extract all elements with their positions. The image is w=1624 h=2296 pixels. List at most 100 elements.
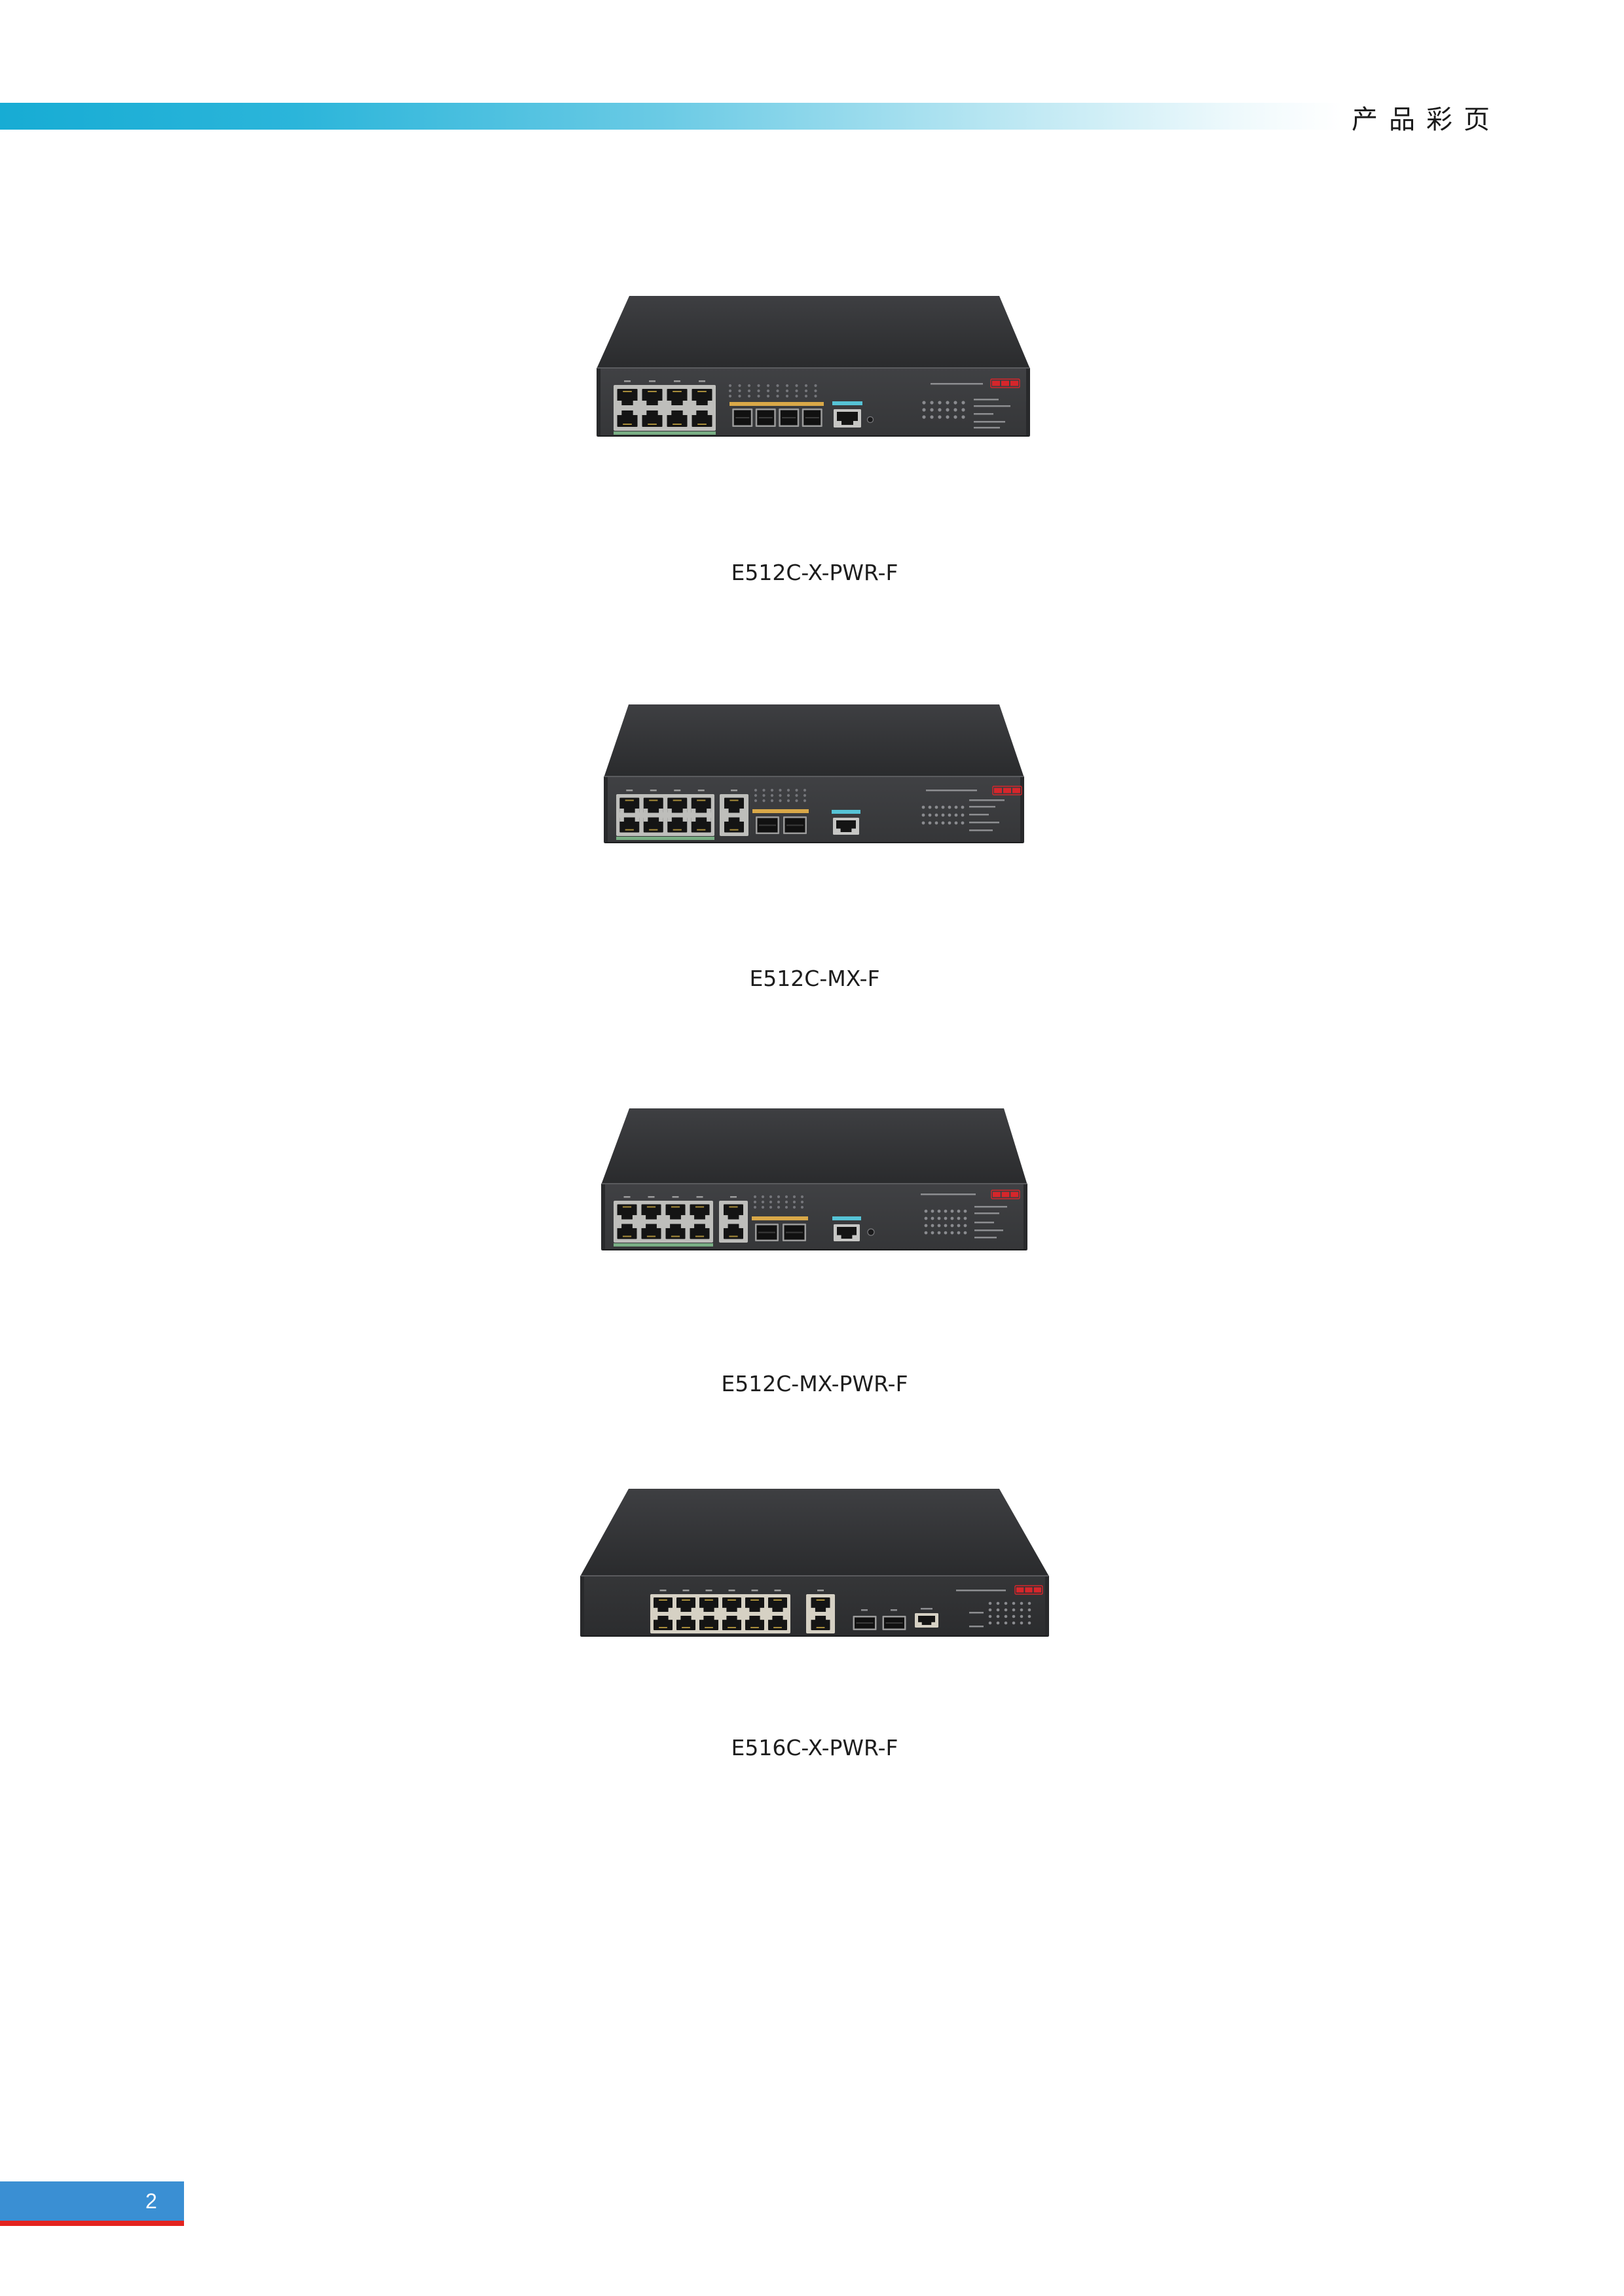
status-led <box>944 1209 948 1213</box>
rj45-port-corner <box>737 1607 741 1612</box>
status-led <box>934 813 938 817</box>
port-number-label <box>699 380 705 382</box>
rj45-port-corner <box>699 1616 704 1620</box>
panel-text-line <box>974 1206 1007 1208</box>
panel-text-line <box>974 421 1005 423</box>
panel-text-line <box>974 413 993 415</box>
console-port-group <box>832 401 862 428</box>
status-led <box>953 401 957 405</box>
rj45-port-corner <box>642 410 647 415</box>
sfp-port-slot <box>735 417 750 418</box>
status-led <box>988 1601 992 1605</box>
product-label: E516C-X-PWR-F <box>731 1735 898 1760</box>
port-led <box>762 793 766 797</box>
console-port-group <box>832 810 860 835</box>
rj45-port <box>617 1204 637 1220</box>
rj45-port <box>619 817 640 833</box>
status-led <box>1020 1621 1024 1625</box>
rj45-port-corner <box>714 1607 718 1612</box>
rj45-port-contacts <box>622 1206 632 1208</box>
rj45-port-contacts <box>622 1235 632 1237</box>
rj45-port-contacts <box>671 1206 680 1208</box>
logo-letter <box>1016 1587 1024 1593</box>
console-port-corner <box>837 421 842 425</box>
port-led <box>786 799 790 803</box>
port-led <box>728 384 732 388</box>
rj45-port-contacts <box>659 1599 667 1601</box>
status-led <box>922 415 926 419</box>
rj45-port-corner <box>641 1215 646 1220</box>
rj45-port-corner <box>676 1607 681 1612</box>
panel-printing <box>956 1590 1006 1592</box>
panel-text-line <box>956 1590 1006 1592</box>
rj45-port-contacts <box>705 1627 713 1628</box>
rj45-port-corner <box>707 809 711 813</box>
rj45-port-corner <box>783 1607 787 1612</box>
console-port-corner <box>853 421 858 425</box>
status-led <box>944 1224 948 1228</box>
console-port-corner <box>836 828 841 832</box>
status-led <box>1027 1601 1031 1605</box>
rj45-port <box>691 817 711 833</box>
rj45-port-corner <box>667 809 672 813</box>
status-led <box>963 1231 967 1235</box>
switch-right-ear <box>1026 369 1030 435</box>
rj45-port-corner <box>707 410 712 415</box>
port-led <box>761 1195 765 1199</box>
logo-letter <box>1010 1192 1018 1197</box>
rj45-port <box>617 1224 637 1239</box>
rj45-port-contacts <box>623 391 632 392</box>
panel-text-line <box>974 399 999 401</box>
status-led <box>948 813 951 817</box>
status-led <box>924 1231 928 1235</box>
panel-text-line <box>969 822 999 824</box>
rj45-port-contacts <box>729 1235 738 1237</box>
rj45-port-corner <box>737 1616 741 1620</box>
rj45-port-corner <box>714 1616 718 1620</box>
port-number-label <box>705 1590 712 1592</box>
rj45-port-contacts <box>705 1599 713 1601</box>
rj45-port-corner <box>690 1224 695 1228</box>
port-number-label <box>817 1590 824 1592</box>
console-port <box>837 412 858 425</box>
status-led <box>921 821 925 825</box>
sfp-indicator-strip <box>752 1216 808 1220</box>
logo-letter <box>1001 1192 1010 1197</box>
port-led <box>795 384 798 388</box>
port-led <box>769 1195 773 1199</box>
panel-text-line <box>974 405 1010 407</box>
port-number-label <box>751 1590 758 1592</box>
rj45-port-corner <box>690 1215 695 1220</box>
status-led <box>944 1231 948 1235</box>
panel-text-line <box>969 806 995 808</box>
port-led-grid <box>728 384 817 398</box>
switch-bottom-edge <box>602 1249 1026 1250</box>
logo-letter <box>1001 380 1009 386</box>
switch-front-edge <box>602 1183 1027 1184</box>
logo-outline <box>991 1190 1020 1199</box>
rj45-port-contacts <box>673 799 682 801</box>
rj45-port-corner <box>745 1616 750 1620</box>
rj45-port-corner <box>665 1215 671 1220</box>
status-led <box>941 821 945 825</box>
port-led <box>814 394 817 398</box>
rj45-port-contacts <box>659 1627 667 1628</box>
rj45-port <box>724 797 744 813</box>
rj45-port-contacts <box>648 391 657 392</box>
rj45-port-corner <box>654 1607 658 1612</box>
rj45-port <box>768 1616 787 1630</box>
status-led <box>937 1224 941 1228</box>
product-photo <box>600 1106 1029 1252</box>
logo-letter <box>1033 1587 1041 1593</box>
product-label: E512C-MX-PWR-F <box>721 1371 908 1396</box>
rj45-port <box>690 1224 710 1239</box>
console-port-label <box>832 1216 861 1220</box>
rj45-port-corner <box>617 1224 622 1228</box>
port-led <box>804 384 808 388</box>
status-led <box>957 1209 961 1213</box>
status-led <box>941 813 945 817</box>
sfp-indicator-strip <box>729 402 824 406</box>
rj45-port-contacts <box>673 829 682 831</box>
rj45-port-contacts <box>816 1627 825 1628</box>
switch-right-ear <box>1020 777 1024 842</box>
